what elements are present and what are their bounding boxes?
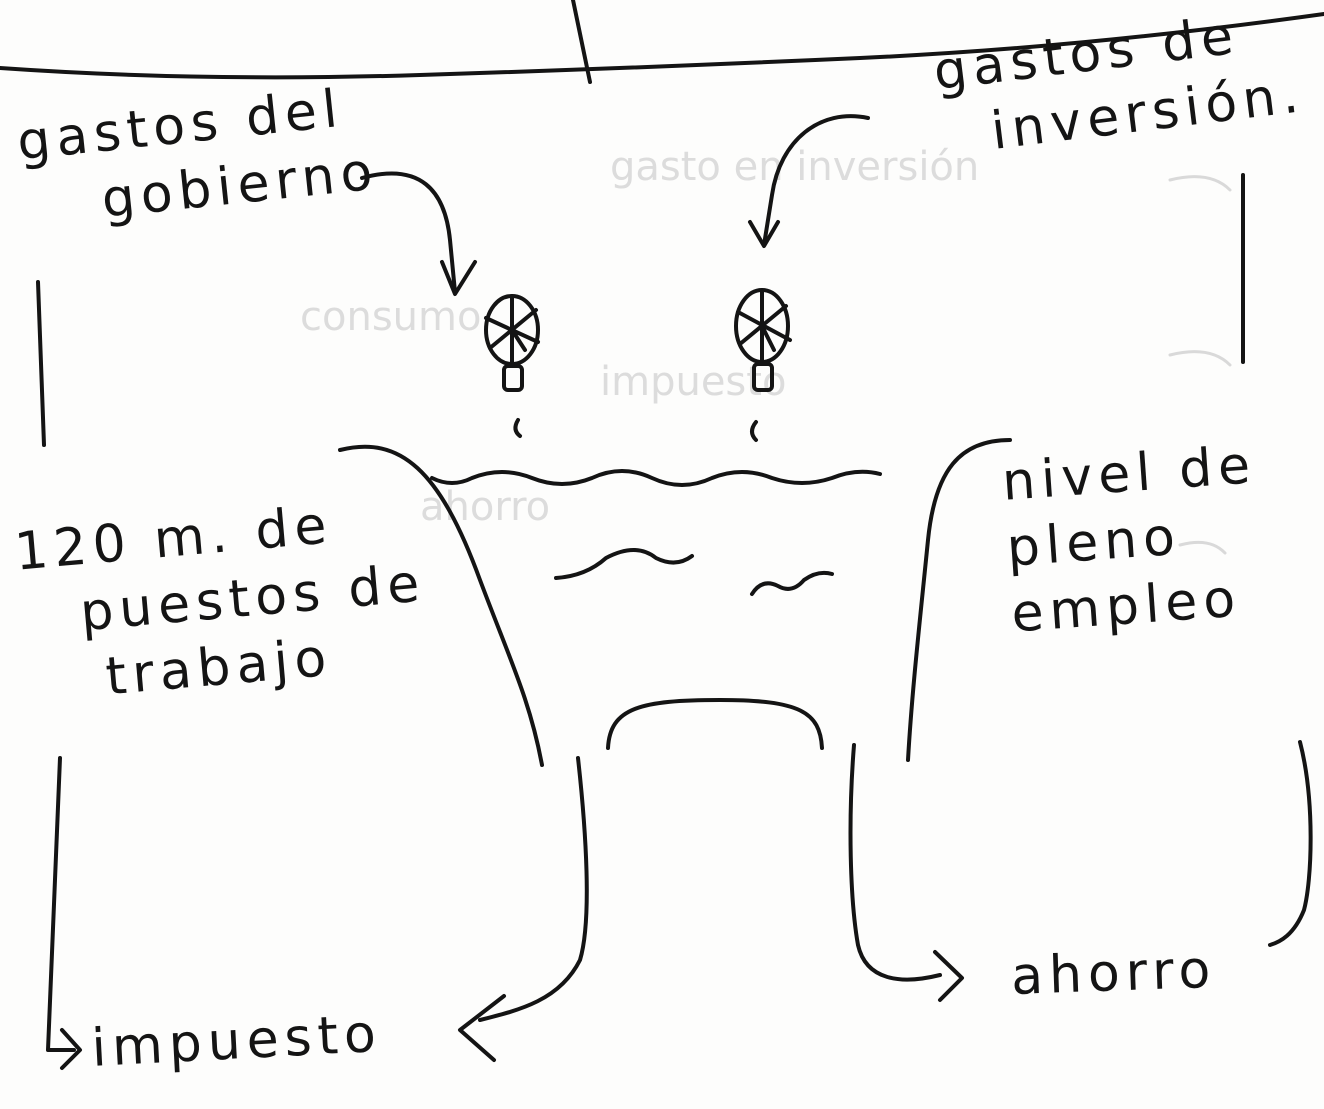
jobs-to-tax-arrow-head [60,1028,82,1070]
water-ripple-left [554,548,694,580]
top-divider-line [0,12,1324,80]
tax-pipe [478,756,589,1022]
investment-arrow [762,114,870,247]
savings-text: ahorro [1010,939,1218,1007]
savings-arrow-head [933,950,964,1002]
full-employment-label: nivel de pleno empleo [1000,432,1267,647]
svg-text:consumo: consumo [300,294,481,340]
tub-left-wall [338,444,544,767]
water-ripple-right [750,570,834,596]
savings-label: ahorro [1010,937,1217,1010]
tax-arrow-head [458,994,506,1062]
faucet-icon [734,288,792,442]
full-employment-bracket [1268,740,1313,947]
water-surface [430,469,882,487]
paper-show-through: gasto en inversión consumo impuesto ahor… [300,144,1232,555]
jobs-label: 120 m. de puestos de trabajo [12,485,434,718]
svg-text:ahorro: ahorro [420,484,550,530]
savings-pipe [848,743,942,982]
drain-bridge [606,698,824,750]
government-arrow-head [440,260,477,296]
government-arrow [360,171,457,294]
tub-right-wall [906,438,1012,762]
faucet-icon [484,294,540,438]
jobs-to-tax-line [46,756,76,1052]
left-bracket-top [36,280,46,447]
svg-text:gasto en inversión: gasto en inversión [610,144,979,190]
investment-arrow-head [748,220,780,248]
top-vertical-stroke [571,0,592,84]
